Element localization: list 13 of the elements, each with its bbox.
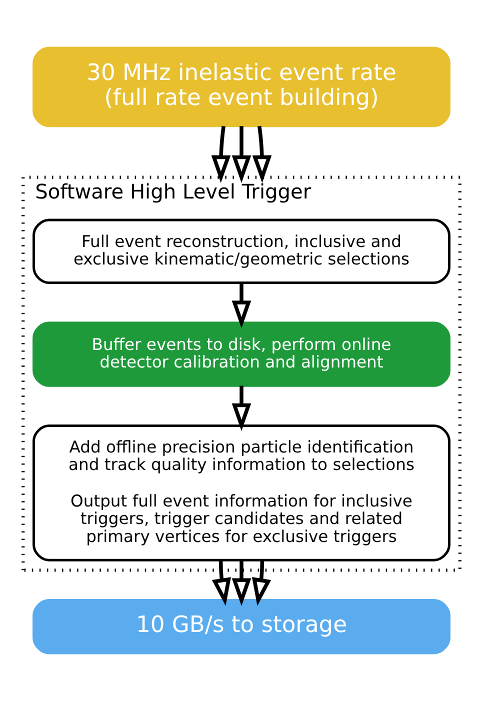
arrow — [252, 126, 272, 183]
node-box: 10 GB/s to storage — [32, 599, 450, 654]
node-box: Add offline precision particle identification and track quality information to selections Output full event information for inclusive triggers, trigger candidates and related primary vertices for exclusive triggers — [32, 424, 450, 562]
arrow — [211, 126, 231, 183]
arrow — [232, 386, 252, 432]
arrow — [232, 282, 252, 328]
arrow — [212, 560, 232, 606]
arrow — [252, 560, 272, 606]
node-box: Buffer events to disk, perform online detector calibration and alignment — [32, 322, 450, 387]
node-box: Full event reconstruction, inclusive and exclusive kinematic/geometric selections — [32, 218, 450, 284]
node-box: 30 MHz inelastic event rate (full rate event building) — [32, 46, 450, 128]
arrow — [232, 560, 252, 606]
arrow — [232, 126, 252, 183]
